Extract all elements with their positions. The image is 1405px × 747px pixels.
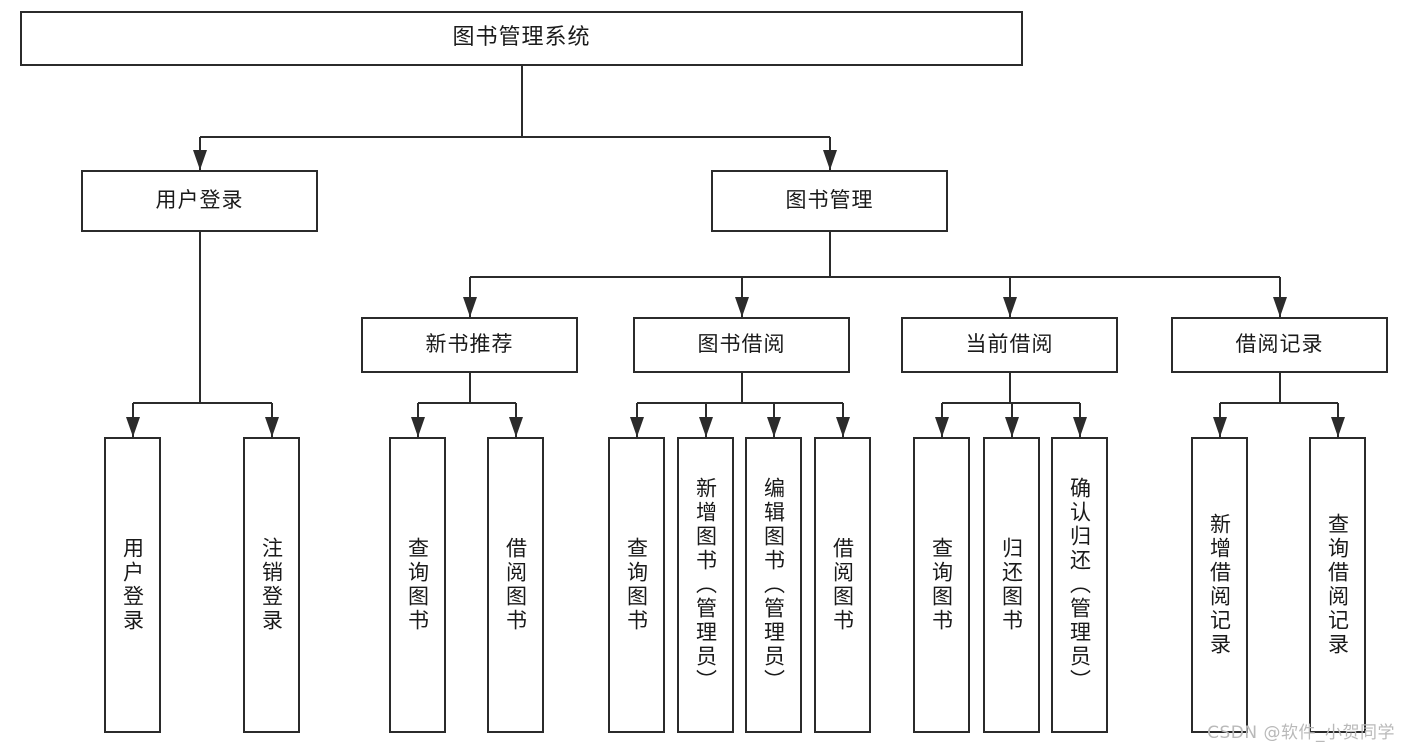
node-label: 新书推荐 <box>425 332 514 357</box>
arrow-head <box>767 417 781 437</box>
node-label: 编辑图书（管理员） <box>761 477 786 693</box>
node-label: 用户登录 <box>120 537 145 633</box>
arrow-head <box>699 417 713 437</box>
node-n_record: 借阅记录 <box>1171 317 1388 373</box>
arrow-head <box>509 417 523 437</box>
node-l_userlogin: 用户登录 <box>104 437 161 733</box>
arrow-head <box>1073 417 1087 437</box>
node-l_ed: 编辑图书（管理员） <box>745 437 802 733</box>
arrow-head <box>1331 417 1345 437</box>
node-label: 查询图书 <box>405 537 430 633</box>
node-l_logout: 注销登录 <box>243 437 300 733</box>
node-n_login: 用户登录 <box>81 170 318 232</box>
node-label: 归还图书 <box>999 537 1024 633</box>
node-label: 借阅图书 <box>503 537 528 633</box>
node-label: 查询借阅记录 <box>1325 513 1350 657</box>
node-label: 图书管理 <box>785 188 874 213</box>
arrow-head <box>126 417 140 437</box>
arrow-head <box>463 297 477 317</box>
node-label: 图书管理系统 <box>452 25 591 51</box>
node-n_book: 图书管理 <box>711 170 948 232</box>
node-root: 图书管理系统 <box>20 11 1023 66</box>
node-l_addr: 新增借阅记录 <box>1191 437 1248 733</box>
node-l_add: 新增图书（管理员） <box>677 437 734 733</box>
arrow-head <box>935 417 949 437</box>
arrow-head <box>630 417 644 437</box>
node-label: 当前借阅 <box>965 332 1054 357</box>
node-l_q2: 查询图书 <box>608 437 665 733</box>
node-label: 确认归还（管理员） <box>1067 477 1092 693</box>
node-label: 借阅图书 <box>830 537 855 633</box>
arrow-head <box>1273 297 1287 317</box>
node-l_b2: 借阅图书 <box>814 437 871 733</box>
arrow-head <box>1005 417 1019 437</box>
arrow-head <box>735 297 749 317</box>
node-label: 查询图书 <box>624 537 649 633</box>
node-l_qr: 查询借阅记录 <box>1309 437 1366 733</box>
node-l_b1: 借阅图书 <box>487 437 544 733</box>
arrow-head <box>836 417 850 437</box>
watermark: CSDN @软件_小贺同学 <box>1207 723 1395 743</box>
node-n_new: 新书推荐 <box>361 317 578 373</box>
arrow-head <box>1213 417 1227 437</box>
node-label: 新增图书（管理员） <box>693 477 718 693</box>
arrow-head <box>823 150 837 170</box>
arrow-head <box>193 150 207 170</box>
node-label: 查询图书 <box>929 537 954 633</box>
node-n_current: 当前借阅 <box>901 317 1118 373</box>
arrow-head <box>265 417 279 437</box>
arrow-head <box>1003 297 1017 317</box>
node-label: 借阅记录 <box>1235 332 1324 357</box>
node-label: 用户登录 <box>155 188 244 213</box>
node-n_borrow: 图书借阅 <box>633 317 850 373</box>
node-label: 图书借阅 <box>697 332 786 357</box>
node-label: 注销登录 <box>259 537 284 633</box>
arrow-head <box>411 417 425 437</box>
node-label: 新增借阅记录 <box>1207 513 1232 657</box>
node-l_cfm: 确认归还（管理员） <box>1051 437 1108 733</box>
node-l_q3: 查询图书 <box>913 437 970 733</box>
node-l_ret: 归还图书 <box>983 437 1040 733</box>
node-l_q1: 查询图书 <box>389 437 446 733</box>
